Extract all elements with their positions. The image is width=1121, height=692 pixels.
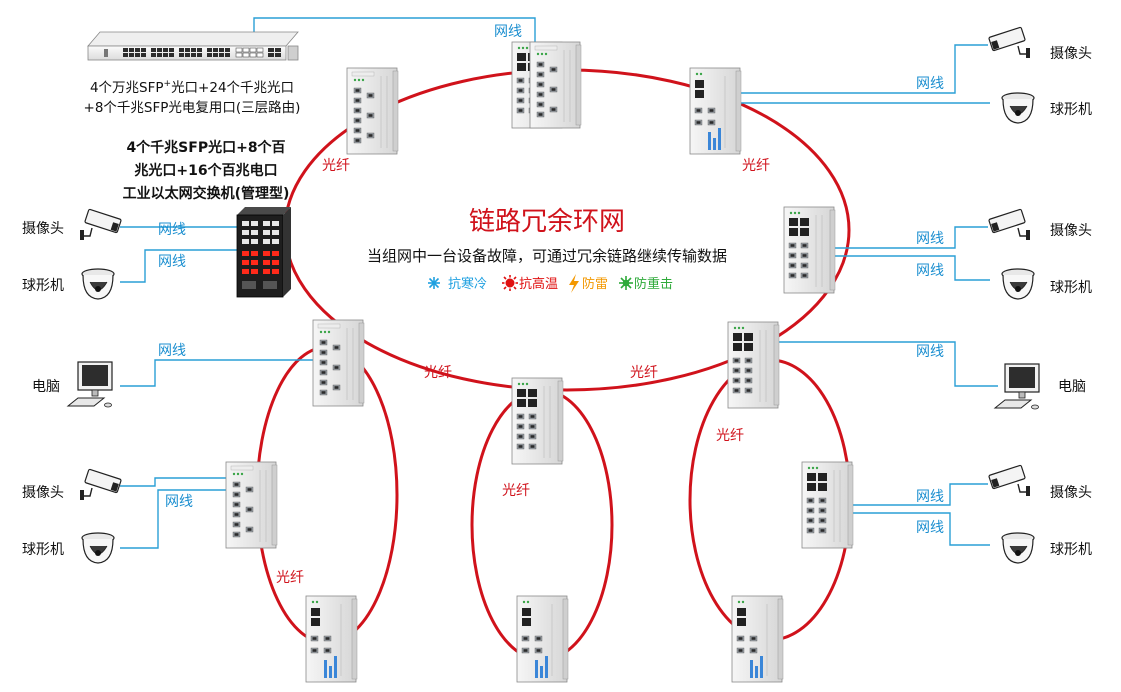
cable-label: 网线 [165, 494, 193, 510]
dome-camera-icon [81, 268, 115, 300]
cable-l-dome [120, 249, 245, 283]
cable-label: 网线 [158, 222, 186, 238]
switch-top-left [347, 68, 398, 154]
feature-row: 抗寒冷 抗高温 防雷 防重击 [428, 274, 673, 293]
center-caption: 链路冗余环网 当组网中一台设备故障，可通过冗余链路继续传输数据 抗寒冷 抗高温 … [367, 207, 727, 293]
device-label-pc: 电脑 [1058, 379, 1086, 395]
dome-camera-icon [1001, 268, 1035, 300]
device-label-dome: 球形机 [22, 278, 64, 294]
heat-icon [502, 275, 518, 291]
switch-top-right [690, 68, 741, 154]
switch-bottom-center [512, 378, 563, 464]
ring-switches [226, 42, 853, 682]
device-label-camera: 摄像头 [22, 485, 64, 501]
fiber-label: 光纤 [276, 570, 304, 586]
snowflake-icon [428, 277, 440, 289]
switch-right-ring-bottom [732, 596, 783, 682]
camera-icon [79, 468, 123, 501]
switch-right-ring [802, 462, 853, 548]
device-label-camera: 摄像头 [1050, 223, 1092, 239]
device-label-dome: 球形机 [1050, 102, 1092, 118]
diagram-subtitle: 当组网中一台设备故障，可通过冗余链路继续传输数据 [367, 247, 727, 265]
switch-right [784, 207, 835, 293]
lightning-icon [569, 274, 579, 293]
burst-icon [619, 276, 633, 290]
pc-icon [67, 361, 113, 408]
pc-icon [994, 363, 1040, 410]
cable-label: 网线 [916, 263, 944, 279]
core-rack-switch [87, 31, 299, 61]
switch-bottom-left [313, 320, 364, 406]
cable-label: 网线 [158, 254, 186, 270]
cable-rr-camera [835, 483, 988, 506]
cable-core-to-top-switch [253, 17, 536, 46]
managed-switch-line2: 兆光口+16个百兆电口 [134, 162, 277, 179]
cable-label: 网线 [916, 344, 944, 360]
camera-icon [987, 208, 1031, 241]
managed-industrial-switch [236, 207, 291, 298]
fiber-labels: 光纤 光纤 光纤 光纤 光纤 光纤 光纤 [276, 158, 770, 586]
dome-camera-icon [1001, 92, 1035, 124]
cable-ll-dome [120, 489, 232, 549]
cable-ll-camera [120, 477, 232, 487]
switch-left-ring [226, 462, 277, 548]
fiber-label: 光纤 [716, 428, 744, 444]
cable-bl-pc [120, 359, 325, 387]
cable-r-dome [808, 255, 990, 281]
cable-label: 网线 [916, 231, 944, 247]
feature-label-cold: 抗寒冷 [448, 276, 487, 292]
fiber-label: 光纤 [742, 158, 770, 174]
feature-label-impact: 防重击 [634, 276, 673, 292]
device-label-dome: 球形机 [1050, 280, 1092, 296]
fiber-label: 光纤 [424, 365, 452, 381]
core-switch-line2: +8个千兆SFP光电复用口(三层路由) [84, 99, 301, 116]
device-label-dome: 球形机 [1050, 542, 1092, 558]
device-label-dome: 球形机 [22, 542, 64, 558]
switch-bottom-right [728, 322, 779, 408]
cable-r-camera [808, 226, 988, 249]
cable-br-pc [755, 341, 998, 387]
cable-label: 网线 [916, 76, 944, 92]
camera-icon [987, 464, 1031, 497]
fiber-label: 光纤 [502, 483, 530, 499]
camera-icon [987, 26, 1031, 59]
cable-label: 网线 [916, 489, 944, 505]
fiber-label: 光纤 [322, 158, 350, 174]
cable-label: 网线 [916, 520, 944, 536]
switch-center-ring-bottom [517, 596, 568, 682]
switch-left-ring-bottom [306, 596, 357, 682]
device-label-pc: 电脑 [32, 379, 60, 395]
cable-tr-camera [715, 44, 988, 94]
core-switch-line1: 4个万兆SFP+光口+24个千兆光口 [90, 79, 294, 96]
managed-switch-line1: 4个千兆SFP光口+8个百 [126, 139, 285, 156]
dome-camera-icon [81, 532, 115, 564]
dome-camera-icon [1001, 532, 1035, 564]
managed-switch-description: 4个千兆SFP光口+8个百 兆光口+16个百兆电口 工业以太网交换机(管理型) [123, 139, 290, 202]
ethernet-cables [120, 17, 998, 549]
device-label-camera: 摄像头 [1050, 485, 1092, 501]
feature-label-heat: 抗高温 [519, 276, 558, 292]
camera-icon [79, 208, 123, 241]
feature-label-lightning: 防雷 [582, 276, 608, 292]
cable-labels: 网线 网线 网线 网线 网线 网线 网线 网线 网线 网线 网线 [158, 24, 944, 536]
managed-switch-line3: 工业以太网交换机(管理型) [123, 185, 290, 202]
device-label-camera: 摄像头 [22, 221, 64, 237]
device-labels: 摄像头 球形机 摄像头 球形机 电脑 摄像头 球形机 摄像头 球形机 电脑 摄像… [22, 46, 1092, 558]
switch-top-center-b [530, 42, 581, 128]
diagram-title: 链路冗余环网 [469, 207, 625, 237]
cable-label: 网线 [494, 24, 522, 40]
device-label-camera: 摄像头 [1050, 46, 1092, 62]
fiber-label: 光纤 [630, 365, 658, 381]
core-switch-description: 4个万兆SFP+光口+24个千兆光口 +8个千兆SFP光电复用口(三层路由) [84, 79, 301, 116]
cable-rr-dome [835, 512, 990, 546]
cable-label: 网线 [158, 343, 186, 359]
